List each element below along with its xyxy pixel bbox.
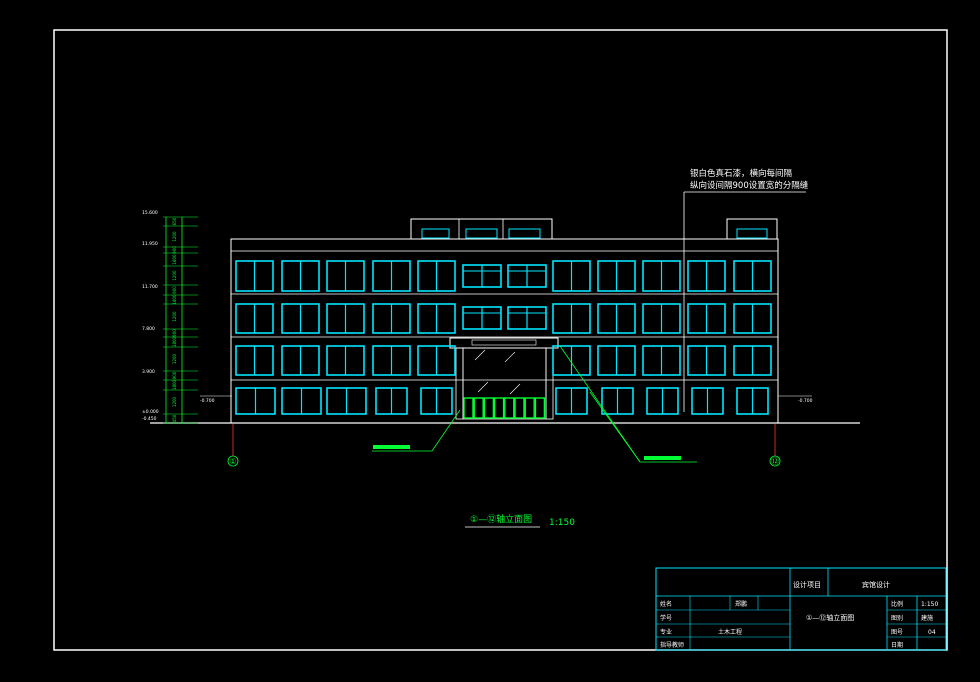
level-mark: -0.450 <box>142 416 157 422</box>
entrance-door-panel <box>493 397 505 419</box>
tb-meta-label-0: 比例 <box>891 600 903 608</box>
title-block <box>655 567 947 651</box>
building-elevation <box>150 218 860 424</box>
dim-value: 650 <box>172 217 177 225</box>
axis-label-left: ① <box>229 457 236 466</box>
tb-meta-label-2: 图号 <box>891 629 903 636</box>
dim-value: 1200 <box>172 311 177 322</box>
window-grid <box>235 260 772 415</box>
level-mark: 11.700 <box>142 284 158 290</box>
axis-bubble-right <box>769 455 781 467</box>
glass-reflection <box>509 383 521 395</box>
dim-value: 1800 <box>172 379 177 390</box>
side-level-left: -0.700 <box>200 398 215 404</box>
entrance-glazing <box>462 347 547 420</box>
entrance-door-panel <box>473 397 484 419</box>
annotation-line-2: 纵向设间隔900设置宽的分隔缝 <box>690 180 809 191</box>
drawing-title: ①—⑫轴立面图 <box>470 513 532 525</box>
entrance-door-panel <box>463 397 474 419</box>
tb-row-value-0: 郑鹏 <box>735 600 747 608</box>
level-mark: 11.950 <box>142 241 158 247</box>
axis-bubble-left <box>227 455 239 467</box>
tb-row-label-0: 姓名 <box>660 600 672 608</box>
side-level-right: -0.700 <box>798 398 813 404</box>
tb-project-label: 设计项目 <box>793 580 821 589</box>
roof-box-right <box>726 218 778 240</box>
dim-value: 900 <box>172 329 177 337</box>
annotation-line-1: 银白色真石漆，横向每间隔 <box>690 168 793 179</box>
entrance-door-panel <box>504 397 515 419</box>
tb-row-label-3: 指导教师 <box>660 641 684 649</box>
tb-row-label-2: 专业 <box>660 628 672 636</box>
roof-window <box>736 228 768 239</box>
tb-meta-value-0: 1:150 <box>921 601 938 608</box>
tb-meta-label-1: 图别 <box>891 614 903 622</box>
tb-meta-value-1: 建施 <box>921 614 933 622</box>
tb-drawing-name: ①—⑫轴立面图 <box>806 613 854 622</box>
entrance-door-panel <box>534 397 546 419</box>
glass-reflection <box>474 349 486 361</box>
glass-reflection <box>504 351 516 363</box>
tb-meta-value-2: 04 <box>928 629 936 636</box>
entrance-door-panel <box>524 397 535 419</box>
callout-leader-right-2 <box>589 391 641 463</box>
callout-bar-right <box>644 456 681 460</box>
canopy-sign <box>471 339 537 346</box>
level-mark: ±0.000 <box>142 409 159 415</box>
dim-value: 1800 <box>172 294 177 305</box>
dim-value: 1800 <box>172 336 177 347</box>
dim-value: 1800 <box>172 254 177 265</box>
axis-label-right: ⑫ <box>771 457 779 466</box>
dim-value: 1200 <box>172 231 177 242</box>
roof-window <box>465 228 498 239</box>
dim-value: 1200 <box>172 396 177 407</box>
roof-stair-block <box>410 218 553 240</box>
level-mark: 7.800 <box>142 326 155 332</box>
tb-project-value: 宾馆设计 <box>862 580 890 589</box>
glass-reflection <box>477 381 489 393</box>
tb-row-value-2: 土木工程 <box>718 628 742 636</box>
roof-window <box>421 228 450 239</box>
entrance-canopy <box>449 337 559 349</box>
level-mark: 3.900 <box>142 369 155 375</box>
dim-value: 1200 <box>172 353 177 364</box>
entrance-door-panel <box>483 397 495 419</box>
building-body <box>230 238 779 424</box>
entrance-column <box>455 347 464 420</box>
dim-value: 450 <box>172 414 177 422</box>
drawing-scale: 1:150 <box>549 518 575 528</box>
entrance-column <box>545 347 554 420</box>
dim-value: 900 <box>172 246 177 254</box>
roof-window <box>508 228 541 239</box>
dimension-chain: 15.600 11.950 11.700 7.800 3.900 ±0.000-0.450… <box>142 210 198 424</box>
entrance-door-panel <box>514 397 525 419</box>
callout-bar-left <box>373 445 410 449</box>
tb-meta-label-3: 日期 <box>891 641 903 649</box>
dim-value: 900 <box>172 286 177 294</box>
dim-value: 900 <box>172 371 177 379</box>
callout-leader-left <box>431 409 461 452</box>
tb-row-label-1: 学号 <box>660 614 672 622</box>
level-mark: 15.600 <box>142 210 158 216</box>
dim-value: 1200 <box>172 270 177 281</box>
drawing-border <box>53 29 948 651</box>
